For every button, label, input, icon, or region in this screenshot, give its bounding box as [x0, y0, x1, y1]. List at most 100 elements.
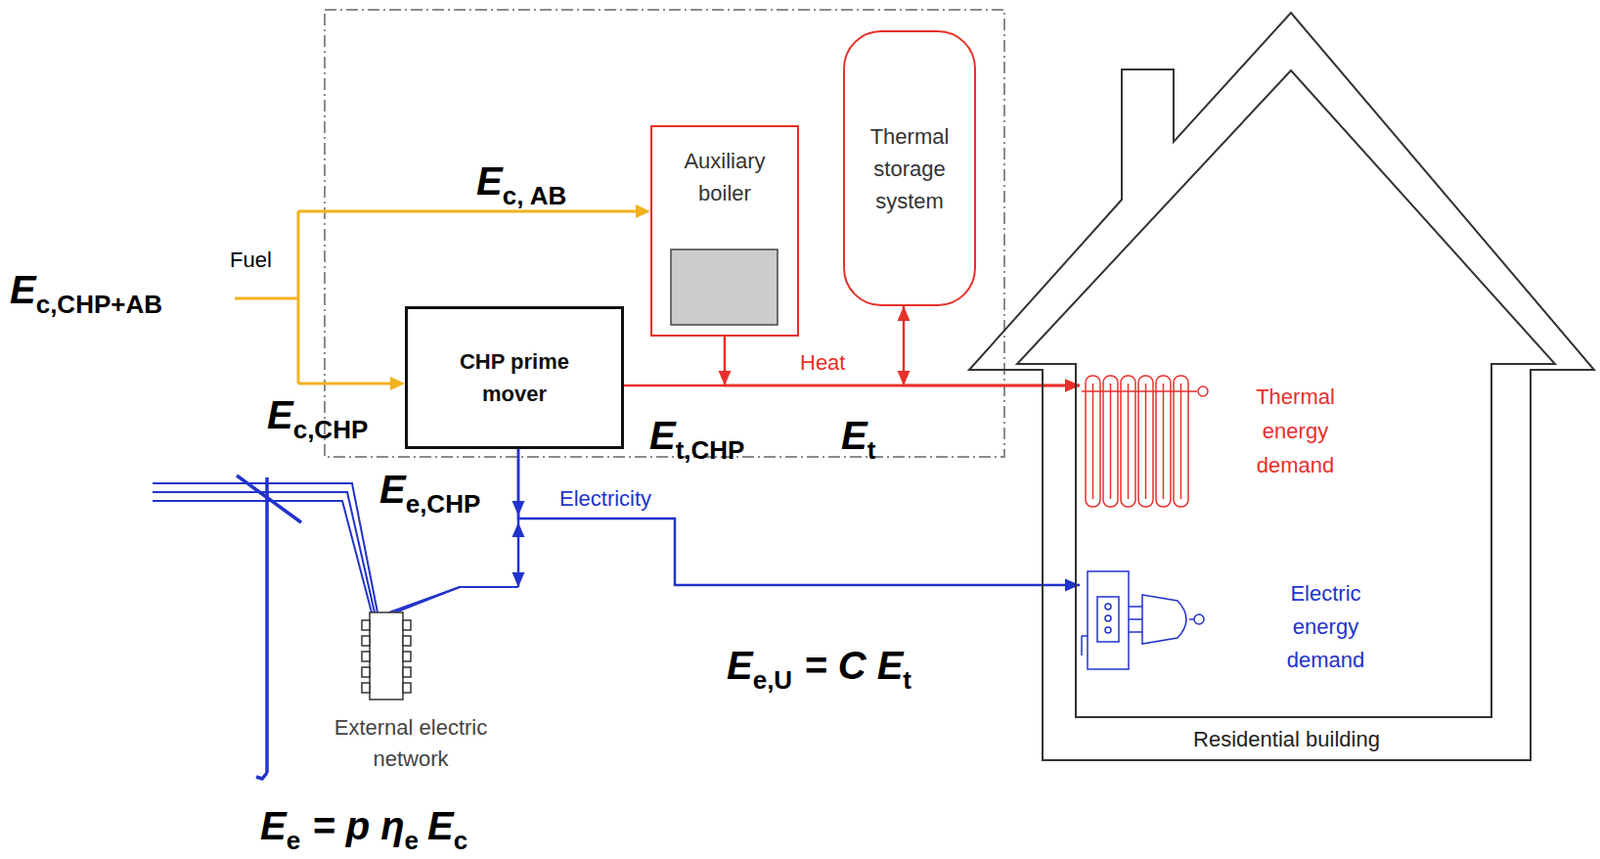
connector-line: [724, 336, 1080, 386]
socket-hole: [1105, 603, 1112, 610]
radiator-fin: [1162, 383, 1165, 499]
socket-outlet: [1097, 596, 1119, 642]
arrow-head: [512, 522, 526, 537]
node-label: Thermal energy demand: [1234, 379, 1357, 484]
storage-tank: Thermal storage system: [843, 30, 977, 307]
radiator-column: [1103, 375, 1118, 507]
arrow-head: [718, 370, 732, 386]
radiator-fin: [1145, 383, 1148, 499]
energy-symbol: E: [9, 267, 37, 312]
energy-symbol: = p η: [311, 803, 404, 847]
boiler-box: Auxiliary boiler: [650, 125, 800, 337]
connector-line: [517, 448, 521, 587]
energy-symbol: E: [260, 803, 287, 847]
node-label: Residential building: [1042, 722, 1531, 756]
radiator-valve: [1198, 386, 1208, 397]
chp-box: CHP prime mover: [404, 306, 624, 449]
arrow-head: [897, 370, 911, 386]
burner-block: [670, 249, 778, 325]
subscript-text: t: [902, 665, 912, 695]
house-outline: Residential building Thermal energy deman…: [969, 12, 1597, 760]
transformer-coil: [361, 635, 370, 646]
energy-formula: Et: [841, 415, 876, 463]
tank-outline: [844, 31, 976, 306]
network-wire: [152, 483, 519, 613]
ground-wire: [1081, 635, 1088, 656]
transformer-coil: [361, 666, 370, 677]
radiator-fin: [1127, 383, 1130, 499]
energy-symbol: = C E: [803, 643, 903, 687]
energy-symbol: E: [266, 393, 294, 437]
fuel-line: [298, 210, 638, 214]
arrow-head: [1065, 578, 1080, 592]
transformer-symbol: [361, 612, 411, 700]
energy-formula: Ee,CHP: [379, 469, 481, 517]
connector-line: [518, 448, 1080, 585]
node-label: Thermal storage system: [850, 120, 969, 218]
radiator-fin: [1092, 383, 1095, 499]
plug-body: [1142, 594, 1187, 644]
transformer-core: [369, 612, 403, 700]
transformer-coil: [402, 682, 411, 693]
subscript-text: c: [453, 825, 468, 855]
node-label: Electric energy demand: [1269, 577, 1382, 677]
arrow-head: [1065, 379, 1080, 393]
energy-symbol: E: [841, 413, 868, 457]
energy-symbol: E: [649, 413, 676, 457]
energy-formula: Et,CHP: [649, 415, 745, 463]
plug-cable: [1194, 614, 1204, 624]
radiator-fin: [1180, 383, 1183, 499]
node-label: Auxiliary boiler: [666, 144, 784, 210]
flow-label: Heat: [800, 350, 845, 376]
radiator-column: [1173, 375, 1189, 507]
pole-mast: [265, 477, 269, 773]
arrow-head: [1065, 379, 1080, 393]
subscript-text: e: [286, 825, 301, 855]
radiator-column: [1138, 375, 1154, 507]
transformer-coil: [402, 666, 411, 677]
transformer-coil: [361, 682, 370, 693]
arrow-head: [897, 306, 911, 321]
subscript-text: t,CHP: [675, 435, 746, 465]
energy-symbol: E: [726, 643, 754, 687]
flow-connector: [512, 448, 526, 587]
chp-box-icon: [407, 309, 627, 452]
arrow-head: [1065, 379, 1080, 393]
energy-symbol: E: [427, 803, 454, 847]
fuel-line: [297, 211, 301, 384]
system-boundary: [324, 9, 1005, 457]
network-node-icon: [293, 586, 529, 773]
radiator-column: [1120, 375, 1136, 507]
energy-formula: Ec,CHP: [266, 395, 368, 443]
subscript-text: c,CHP+AB: [36, 289, 163, 319]
arrow-head: [512, 572, 526, 587]
fuel-arrowhead: [390, 376, 405, 391]
subscript-text: e: [404, 825, 419, 855]
flow-label: Fuel: [229, 247, 272, 272]
transformer-coil: [402, 635, 411, 646]
flow-connector: [512, 448, 1081, 592]
network-node: External electric network: [293, 586, 529, 785]
plug-cable: [1189, 618, 1195, 621]
electric-demand: Electric energy demand: [1079, 567, 1388, 687]
energy-symbol: E: [476, 159, 503, 203]
radiator-column: [1155, 375, 1171, 507]
utility-pole: [236, 475, 302, 779]
house-outer-wall: [969, 12, 1595, 760]
energy-formula: Fuel: [229, 249, 272, 271]
fuel-line: [234, 297, 299, 301]
thermal-demand: Thermal energy demand: [1079, 361, 1364, 524]
socket-hole: [1105, 615, 1112, 622]
pole-crossarm: [236, 475, 302, 523]
socket-plate: [1087, 571, 1129, 669]
radiator-pipe: [1081, 390, 1198, 393]
power-line: [152, 483, 378, 613]
flow-label: Electricity: [559, 486, 652, 512]
pole-foot: [256, 772, 267, 779]
network-wire: [395, 586, 519, 613]
radiator-symbol: [1081, 375, 1208, 507]
subscript-text: e,U: [753, 665, 793, 695]
energy-formula: Ec,CHP+AB: [9, 269, 163, 317]
